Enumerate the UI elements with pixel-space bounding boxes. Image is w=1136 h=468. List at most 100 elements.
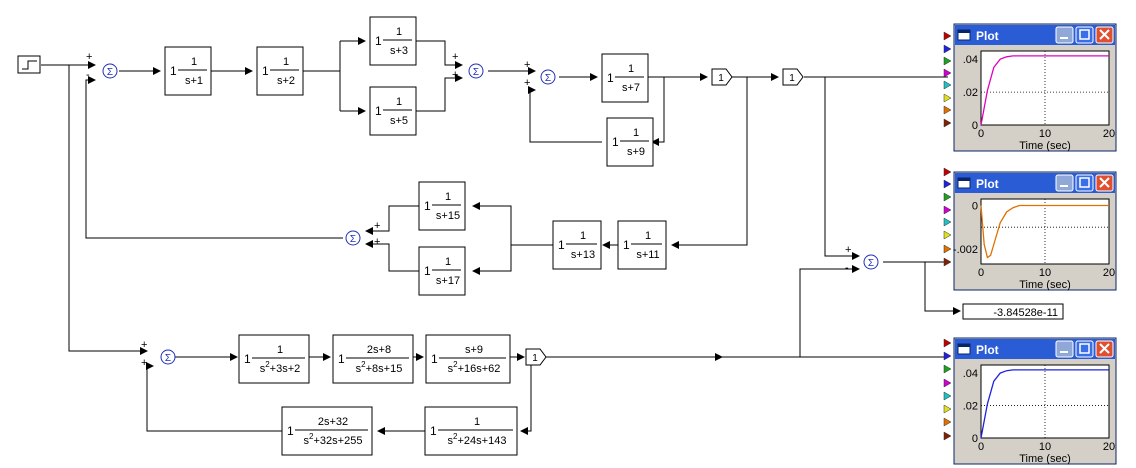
plot-input-pin[interactable] xyxy=(943,167,952,177)
block-denominator: s2+3s+2 xyxy=(260,360,301,375)
transfer-function-block-b15[interactable]: 11s+15 xyxy=(418,181,466,231)
plot-input-pin[interactable] xyxy=(943,31,952,41)
plot-input-pin[interactable] xyxy=(943,364,952,374)
maximize-button[interactable] xyxy=(1075,174,1094,192)
plot-input-pin[interactable] xyxy=(943,118,952,128)
sum-sign: - xyxy=(845,262,849,274)
x-tick-label: 10 xyxy=(1039,267,1051,279)
sum-sign: + xyxy=(374,220,380,232)
transfer-function-block-b2[interactable]: 11s+2 xyxy=(256,46,304,96)
minimize-button[interactable] xyxy=(1055,26,1074,44)
plot-input-pin[interactable] xyxy=(943,93,952,103)
plot-title-bar[interactable]: Plot xyxy=(955,25,1115,45)
block-gain: 1 xyxy=(424,264,431,278)
block-gain: 1 xyxy=(424,199,431,213)
block-gain: 1 xyxy=(375,34,382,48)
plot-input-pin[interactable] xyxy=(943,230,952,240)
block-gain: 1 xyxy=(262,64,269,78)
minimize-icon xyxy=(1060,351,1068,353)
plot-input-pin[interactable] xyxy=(943,257,952,267)
plot-input-pin[interactable] xyxy=(943,338,952,348)
plot-input-pin[interactable] xyxy=(943,217,952,227)
sum-block-s6[interactable]: Σ++ xyxy=(141,339,176,369)
block-gain: 1 xyxy=(607,71,614,85)
plot-input-pin[interactable] xyxy=(943,179,952,189)
sum-sign: + xyxy=(452,69,458,81)
sum-block-s1[interactable]: Σ+- xyxy=(86,51,118,81)
gain-label: 1 xyxy=(532,353,538,364)
block-denominator: s2+32s+255 xyxy=(304,432,363,447)
plot-input-pin[interactable] xyxy=(943,378,952,388)
plot-input-pin[interactable] xyxy=(943,105,952,115)
transfer-function-block-b17[interactable]: 11s+17 xyxy=(418,246,466,296)
block-denominator: s+1 xyxy=(185,75,203,87)
x-tick-label: 20 xyxy=(1103,128,1115,140)
minimize-icon xyxy=(1060,185,1068,187)
plot-input-pin[interactable] xyxy=(943,391,952,401)
sum-block-s3[interactable]: Σ++ xyxy=(524,59,556,89)
sum-sign: - xyxy=(86,69,90,81)
plot-input-pin[interactable] xyxy=(943,404,952,414)
gain-block-g2[interactable]: 1 xyxy=(782,68,804,86)
transfer-function-block-b7[interactable]: 11s+7 xyxy=(601,53,649,103)
step-input-block[interactable] xyxy=(17,55,41,74)
plot-input-pin[interactable] xyxy=(943,44,952,54)
plot-input-pin[interactable] xyxy=(943,417,952,427)
plot-input-pin[interactable] xyxy=(943,68,952,78)
transfer-function-block-q2[interactable]: 12s+8s2+8s+15 xyxy=(332,334,414,384)
y-tick-label: 0 xyxy=(972,433,978,445)
block-numerator: 2s+8 xyxy=(367,344,391,356)
display-value: -3.84528e-11 xyxy=(993,307,1058,319)
block-gain: 1 xyxy=(623,238,630,252)
plot-input-pin[interactable] xyxy=(943,80,952,90)
close-button[interactable] xyxy=(1095,26,1114,44)
plot-input-pin[interactable] xyxy=(943,56,952,66)
plot-input-pin[interactable] xyxy=(943,192,952,202)
plot-series-line xyxy=(980,55,1109,126)
plot-series-line xyxy=(980,369,1109,439)
plot-input-pin[interactable] xyxy=(943,351,952,361)
maximize-button[interactable] xyxy=(1075,340,1094,358)
plot-input-pin[interactable] xyxy=(943,431,952,441)
transfer-function-block-b3[interactable]: 11s+3 xyxy=(369,16,417,66)
numeric-display[interactable]: -3.84528e-11 xyxy=(962,303,1064,320)
block-gain: 1 xyxy=(612,135,619,149)
transfer-function-block-b11[interactable]: 11s+11 xyxy=(617,220,667,270)
plot-input-pin[interactable] xyxy=(943,205,952,215)
plot-title-bar[interactable]: Plot xyxy=(955,173,1115,193)
block-numerator: 2s+32 xyxy=(318,416,348,428)
block-gain: 1 xyxy=(558,238,565,252)
gain-block-g1[interactable]: 1 xyxy=(711,68,733,86)
plot-title-bar[interactable]: Plot xyxy=(955,339,1115,359)
maximize-icon xyxy=(1079,177,1090,188)
gain-block-g3[interactable]: 1 xyxy=(525,348,547,366)
sum-block-s2[interactable]: Σ++ xyxy=(452,51,484,81)
minimize-button[interactable] xyxy=(1055,340,1074,358)
sum-block-s4[interactable]: Σ++ xyxy=(345,220,380,248)
transfer-function-block-b9[interactable]: 11s+9 xyxy=(606,117,654,167)
transfer-function-block-b5[interactable]: 11s+5 xyxy=(369,86,417,136)
maximize-icon xyxy=(1079,343,1090,354)
plot-title: Plot xyxy=(976,343,999,357)
plot-input-pin[interactable] xyxy=(943,244,952,254)
close-button[interactable] xyxy=(1095,340,1114,358)
close-button[interactable] xyxy=(1095,174,1114,192)
plot-title: Plot xyxy=(976,177,999,191)
block-numerator: 1 xyxy=(445,191,451,203)
block-numerator: 1 xyxy=(633,127,639,139)
transfer-function-block-b13[interactable]: 11s+13 xyxy=(552,220,602,270)
minimize-button[interactable] xyxy=(1055,174,1074,192)
plot-series-line xyxy=(980,204,1109,259)
maximize-button[interactable] xyxy=(1075,26,1094,44)
transfer-function-block-b1[interactable]: 11s+1 xyxy=(164,46,212,96)
sum-block-s5[interactable]: Σ+- xyxy=(845,244,879,274)
sum-sign: + xyxy=(141,339,147,351)
transfer-function-block-q3[interactable]: 1s+9s2+16s+62 xyxy=(425,334,511,384)
